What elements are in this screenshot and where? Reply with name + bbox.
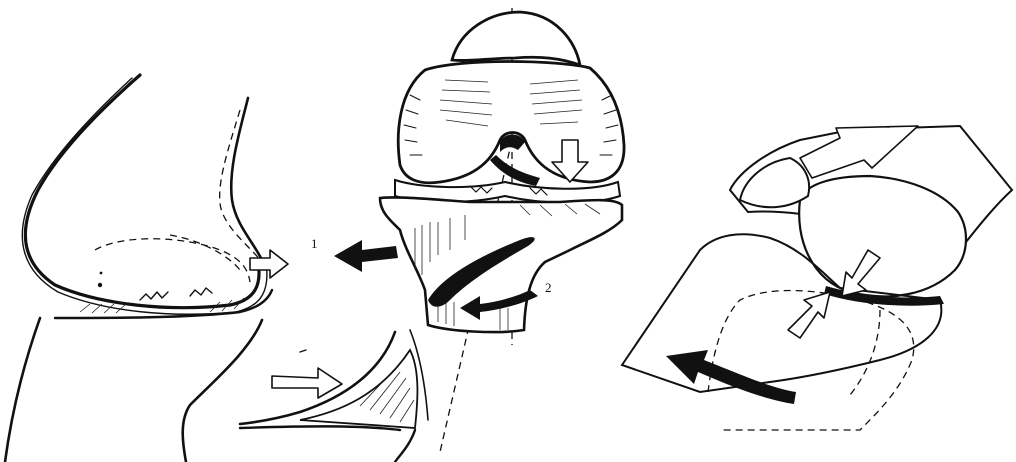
panel-meniscus-detail: [240, 330, 428, 462]
hollow-arrow-meniscus: [272, 368, 342, 398]
motion-label-2: 2: [545, 280, 552, 295]
marker-dot: [100, 272, 103, 275]
solid-arrow-left: [334, 240, 398, 272]
motion-label-1: 1: [311, 236, 318, 251]
marker-dot: [98, 283, 102, 287]
panel-schematic-knee: [622, 126, 1012, 430]
intercondylar-notch: [500, 135, 525, 153]
femoral-condyles-outline: [398, 62, 624, 183]
patella-outline: [452, 12, 580, 65]
tibia-schematic-dashed-2: [850, 310, 880, 395]
femoral-condyle-outline: [25, 75, 259, 308]
tick-mark: [300, 350, 306, 352]
femoral-cartilage-line: [22, 78, 267, 314]
panel-anterior-knee: 1 2: [311, 8, 624, 452]
tibial-surface-detail: [240, 426, 415, 462]
tibia-outline: [5, 318, 262, 462]
cruciate-ligament: [490, 155, 540, 186]
hollow-arrow-down-right: [788, 292, 830, 338]
meniscus-zigzag: [140, 288, 212, 300]
posterior-femur-dashed: [220, 110, 262, 262]
tibia-block: [380, 197, 622, 332]
panel-lateral-knee: [5, 75, 288, 462]
inner-dashed-contour: [95, 239, 250, 282]
solid-arrow-curved-right-panel: [666, 350, 796, 404]
